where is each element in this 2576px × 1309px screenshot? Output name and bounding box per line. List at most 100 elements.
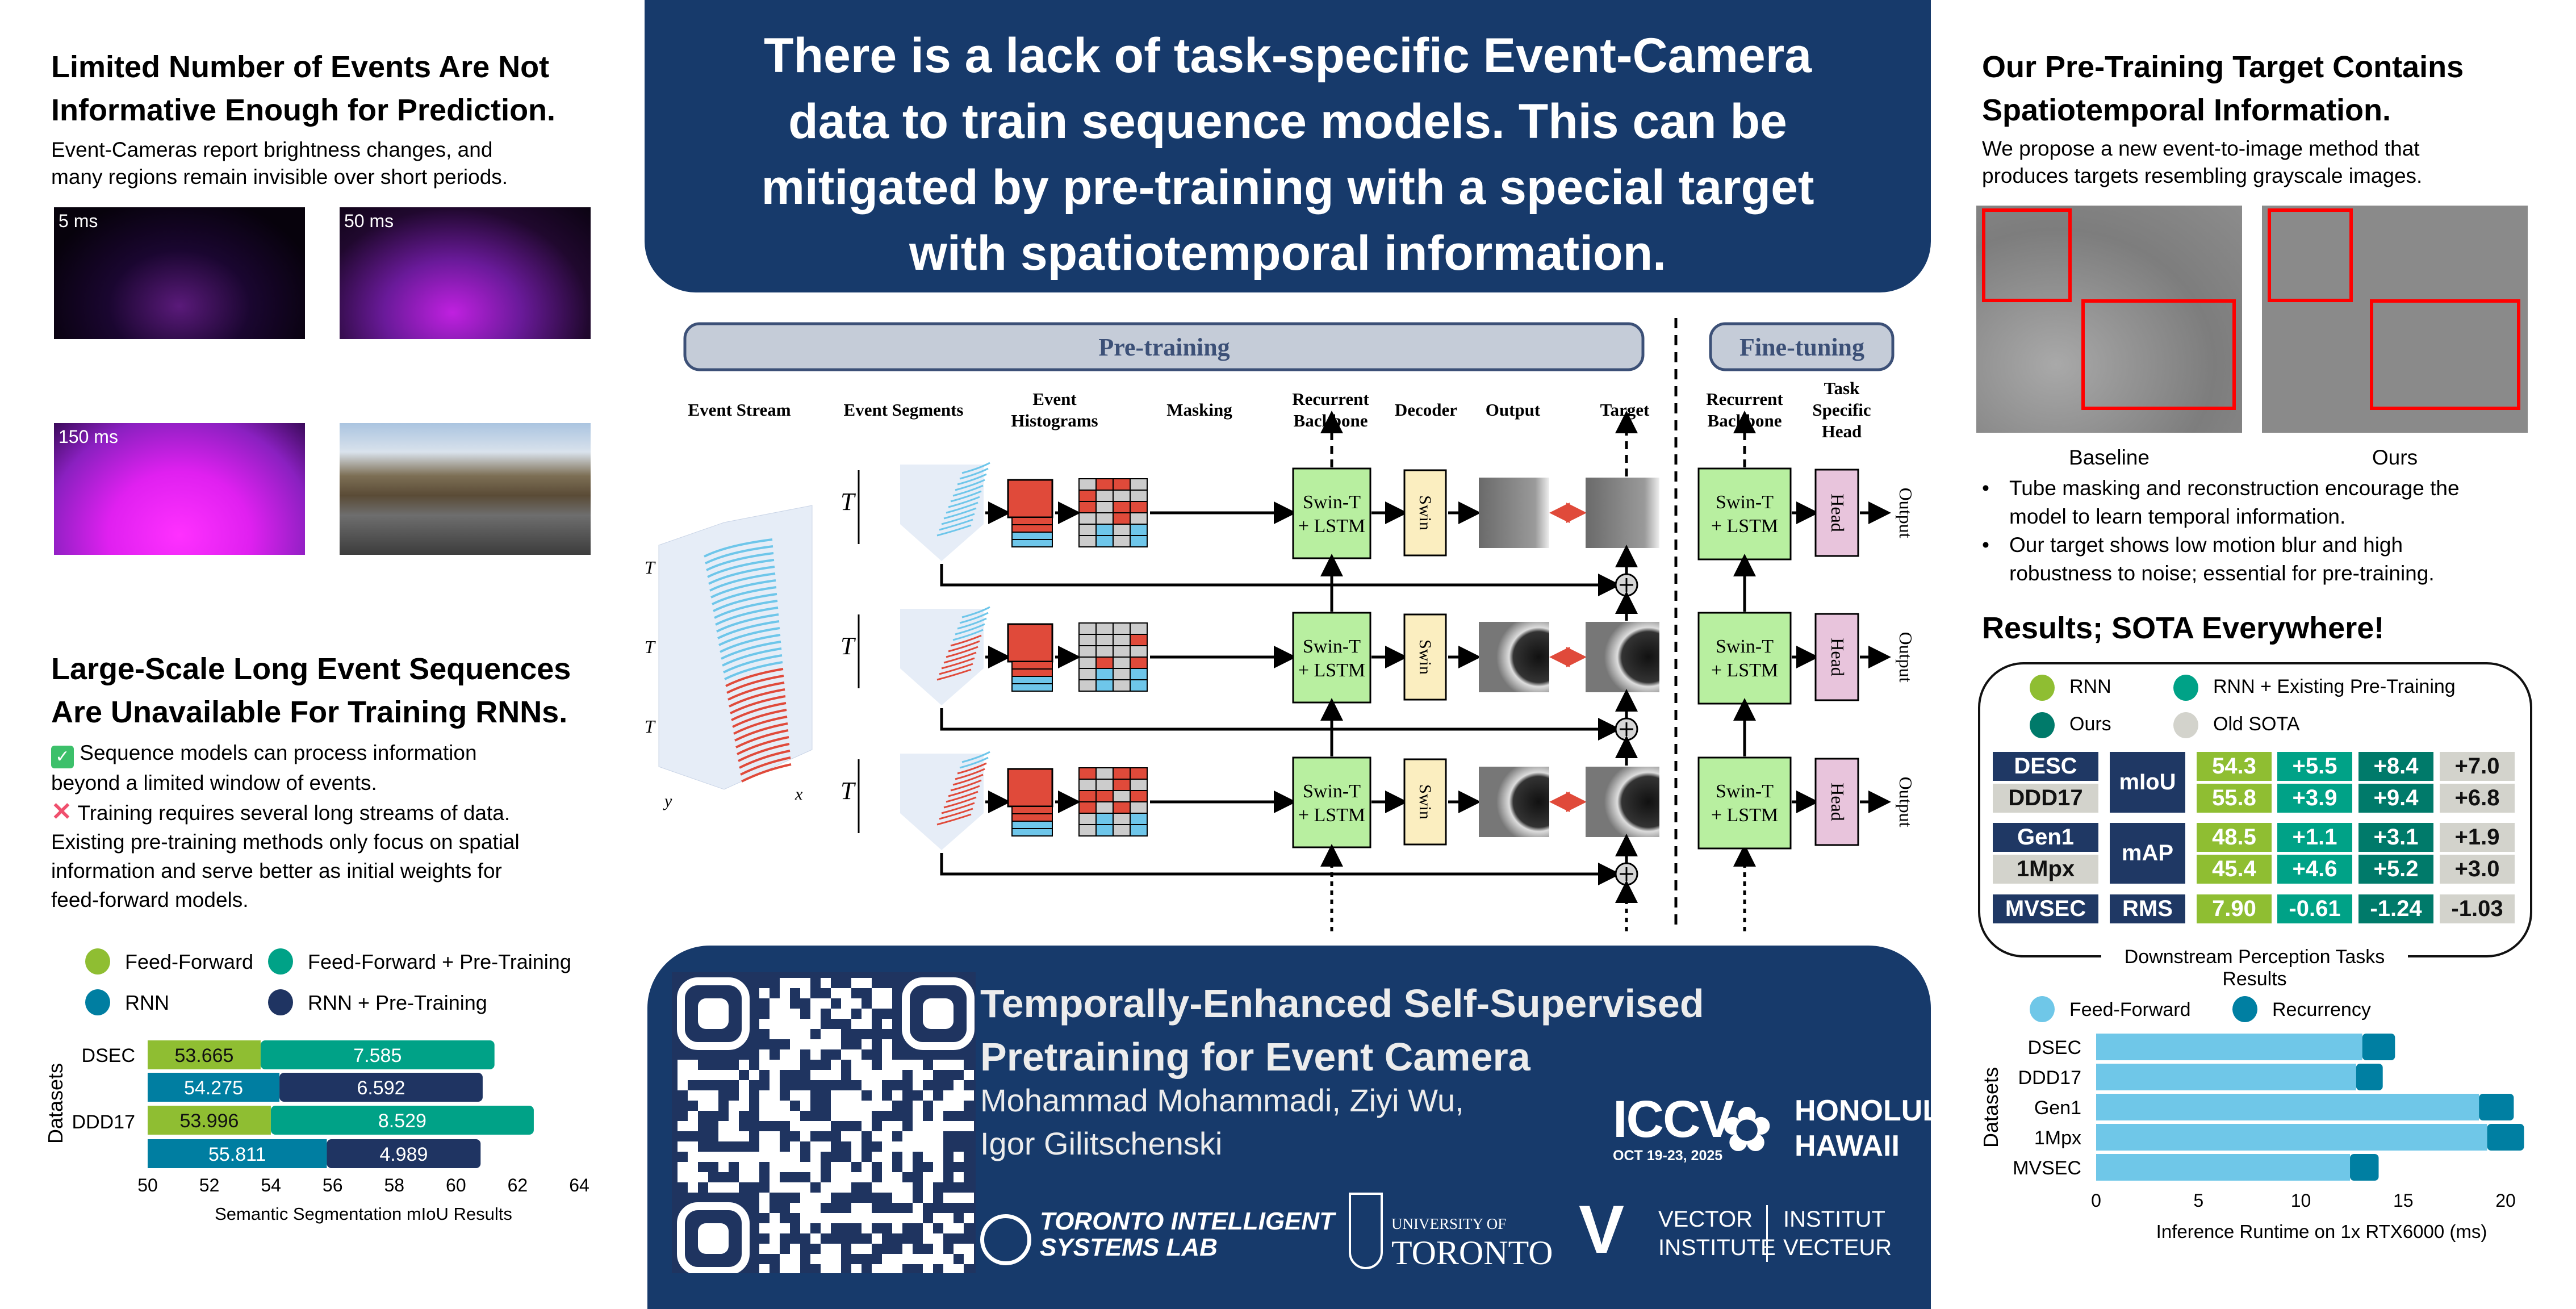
heading-line: Large-Scale Long Event Sequences <box>51 652 571 686</box>
qr-module <box>708 1070 718 1080</box>
vector-line: VECTEUR <box>1783 1235 1892 1260</box>
qr-module <box>780 1101 790 1111</box>
qr-module <box>841 988 851 998</box>
legend-marker <box>268 948 293 975</box>
mask-cell <box>1130 490 1148 502</box>
qr-module <box>851 1019 862 1029</box>
bar-gain <box>279 1073 483 1102</box>
backbone-label: Swin-T <box>1716 781 1774 802</box>
dataset-cell: MVSEC <box>1993 894 2098 923</box>
qr-module <box>780 1019 790 1029</box>
column-label-line: Specific <box>1812 400 1871 420</box>
mask-cell <box>1130 767 1148 780</box>
value-cell: -0.61 <box>2277 894 2352 923</box>
qr-module <box>770 1060 780 1070</box>
qr-module <box>790 1029 800 1039</box>
value-cell: +1.9 <box>2440 823 2515 852</box>
qr-module <box>698 1101 708 1111</box>
category-label: Gen1 <box>2034 1097 2081 1119</box>
qr-module <box>913 1203 923 1213</box>
segment-trace <box>950 779 982 792</box>
qr-module <box>790 1049 800 1060</box>
qr-module <box>810 1203 821 1213</box>
bar-label: 8.529 <box>378 1110 426 1132</box>
pro-text: Sequence models can process information <box>80 741 477 764</box>
bar-gain <box>260 1040 495 1069</box>
column-label-line: Masking <box>1166 400 1232 420</box>
qr-module <box>943 1213 954 1223</box>
bar-feed-forward <box>2096 1124 2487 1151</box>
qr-module <box>892 1060 902 1070</box>
qr-module <box>882 1162 892 1172</box>
qr-module <box>892 1223 902 1233</box>
qr-module <box>954 1172 964 1182</box>
lab-line: TORONTO INTELLIGENT <box>1040 1207 1335 1235</box>
event-trace <box>710 579 776 599</box>
column-label-line: Head <box>1822 421 1862 441</box>
x-tick-label: 0 <box>2091 1190 2101 1211</box>
qr-module <box>739 1131 749 1141</box>
qr-module <box>790 1162 800 1172</box>
qr-module <box>851 998 862 1009</box>
qr-module <box>872 1090 882 1101</box>
head-label: Head <box>1828 783 1848 821</box>
qr-module <box>902 1244 913 1254</box>
column-label: Event Segments <box>844 400 964 420</box>
qr-module <box>831 1172 841 1182</box>
mask-cell <box>1130 668 1148 680</box>
qr-module <box>943 1193 954 1203</box>
banner-line: with spatiotemporal information. <box>909 226 1667 281</box>
bar-label: 54.275 <box>184 1077 243 1099</box>
head-label: Head <box>1828 638 1848 676</box>
value-cell: +5.5 <box>2277 752 2352 781</box>
qr-module <box>902 1254 913 1264</box>
value-cell: +9.4 <box>2358 784 2433 813</box>
qr-module <box>739 1060 749 1070</box>
value-cell: 7.90 <box>2197 894 2272 923</box>
histogram-layer <box>1011 532 1053 540</box>
qr-module <box>882 1060 892 1070</box>
mask-cell <box>1113 524 1131 536</box>
qr-module <box>862 1223 872 1233</box>
qr-module <box>892 1193 902 1203</box>
qr-module <box>862 1019 872 1029</box>
qr-module <box>821 1244 831 1254</box>
qr-module <box>678 1121 688 1131</box>
qr-module <box>759 1141 770 1152</box>
bar-label: 53.996 <box>179 1110 239 1132</box>
qr-module <box>872 1152 882 1162</box>
value-cell: -1.03 <box>2440 894 2515 923</box>
legend-label: RNN + Pre-Training <box>308 991 487 1014</box>
segment-trace <box>946 791 978 803</box>
qr-module <box>933 1162 943 1172</box>
qr-module <box>749 1152 759 1162</box>
segment-trace <box>957 617 987 630</box>
qr-module <box>862 1039 872 1049</box>
qr-module <box>759 1060 770 1070</box>
qr-module <box>749 1162 759 1172</box>
mask-cell <box>1113 512 1131 525</box>
segment-trace <box>941 513 975 525</box>
segment-trace <box>952 484 984 497</box>
qr-module <box>759 988 770 998</box>
qr-module <box>770 1244 780 1254</box>
qr-module <box>851 1264 862 1273</box>
qr-module <box>872 1233 882 1244</box>
qr-module <box>933 1233 943 1244</box>
mask-cell <box>1095 790 1114 802</box>
mask-cell <box>1113 656 1131 669</box>
legend-label: Ours <box>2069 713 2111 735</box>
qr-module <box>821 1182 831 1193</box>
dataset-cell: 1Mpx <box>1993 855 2098 884</box>
column-label-line: Event <box>1032 389 1077 409</box>
segment-trace <box>955 479 985 491</box>
qr-module <box>770 1223 780 1233</box>
highlight-box <box>2268 208 2353 302</box>
event-trace <box>741 763 792 783</box>
legend-label: Feed-Forward + Pre-Training <box>308 950 571 973</box>
qr-code[interactable] <box>672 972 976 1273</box>
qr-module <box>831 1182 841 1193</box>
qr-module <box>913 1101 923 1111</box>
category-label: DDD17 <box>2018 1067 2081 1089</box>
